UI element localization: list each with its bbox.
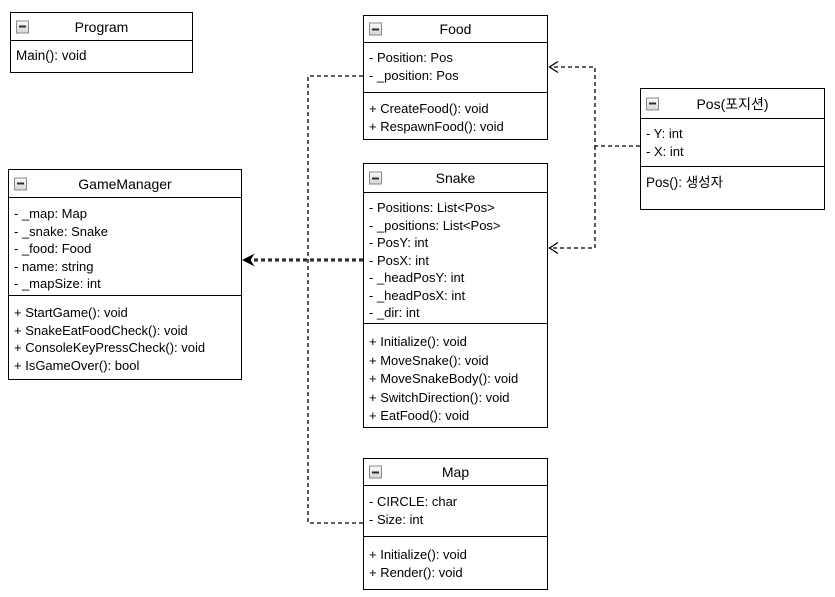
field-row: - PosY: int xyxy=(369,235,429,250)
field-row: - _dir: int xyxy=(369,305,420,320)
field-row: - PosX: int xyxy=(369,252,429,268)
field-row: - Y: int xyxy=(646,126,683,141)
method-row: + SnakeEatFoodCheck(): void xyxy=(14,322,188,338)
method-row: Pos(): 생성자 xyxy=(646,175,724,190)
class-box-gamemanager[interactable]: GameManager - _map: Map - _snake: Snake … xyxy=(8,169,242,380)
class-title: Food xyxy=(439,21,472,37)
field-row: - Size: int xyxy=(369,511,424,527)
collapse-icon[interactable] xyxy=(16,20,29,33)
class-box-program[interactable]: Program Main(): void xyxy=(10,12,193,73)
field-row: - Position: Pos xyxy=(369,50,453,65)
class-title: Map xyxy=(441,464,470,480)
field-row: - _food: Food xyxy=(14,241,92,256)
arrowhead-gamemanager-icon xyxy=(242,253,255,267)
method-row: + MoveSnakeBody(): void xyxy=(369,371,519,386)
method-row: + Initialize(): void xyxy=(369,334,467,349)
field-row: - _snake: Snake xyxy=(14,223,108,239)
method-row: + Render(): void xyxy=(369,564,463,580)
method-row: Main(): void xyxy=(16,48,87,63)
method-row: + StartGame(): void xyxy=(14,305,128,320)
class-header-map: Map xyxy=(364,459,547,486)
methods-compartment: + Initialize(): void + Render(): void xyxy=(364,537,547,589)
methods-compartment: Pos(): 생성자 xyxy=(641,167,824,209)
collapse-icon[interactable] xyxy=(14,177,27,190)
class-header-food: Food xyxy=(364,16,547,43)
arrowhead-food-icon xyxy=(548,60,559,74)
collapse-icon[interactable] xyxy=(369,22,382,36)
methods-compartment: + Initialize(): void + MoveSnake(): void… xyxy=(364,324,547,427)
field-row: - _map: Map xyxy=(14,206,87,221)
fields-compartment: - Positions: List<Pos> - _positions: Lis… xyxy=(364,193,547,324)
class-header-gamemanager: GameManager xyxy=(9,170,241,198)
method-row: + SwitchDirection(): void xyxy=(369,389,510,405)
field-row: - Positions: List<Pos> xyxy=(369,200,495,215)
minus-glyph xyxy=(649,102,656,105)
field-row: - X: int xyxy=(646,143,684,159)
field-row: - _headPosY: int xyxy=(369,270,465,285)
class-title: Program xyxy=(74,18,129,35)
collapse-icon[interactable] xyxy=(369,465,382,479)
fields-compartment: - Y: int - X: int xyxy=(641,119,824,167)
class-box-map[interactable]: Map - CIRCLE: char - Size: int + Initial… xyxy=(363,458,548,590)
fields-compartment: - Position: Pos - _position: Pos xyxy=(364,43,547,93)
minus-glyph xyxy=(372,177,379,179)
methods-compartment: + CreateFood(): void + RespawnFood(): vo… xyxy=(364,93,547,139)
fields-compartment: - CIRCLE: char - Size: int xyxy=(364,486,547,537)
methods-compartment: Main(): void xyxy=(11,41,192,72)
class-title: Pos(포지션) xyxy=(696,95,769,112)
class-header-pos: Pos(포지션) xyxy=(641,89,824,119)
method-row: + RespawnFood(): void xyxy=(369,118,504,134)
class-title: GameManager xyxy=(78,175,172,192)
method-row: + IsGameOver(): bool xyxy=(14,357,140,373)
field-row: - name: string xyxy=(14,258,94,274)
method-row: + CreateFood(): void xyxy=(369,101,489,116)
field-row: - _position: Pos xyxy=(369,67,459,83)
fields-compartment: - _map: Map - _snake: Snake - _food: Foo… xyxy=(9,198,241,296)
method-row: + MoveSnake(): void xyxy=(369,352,489,368)
field-row: - _positions: List<Pos> xyxy=(369,217,501,233)
field-row: - _mapSize: int xyxy=(14,276,101,291)
minus-glyph xyxy=(19,25,26,28)
field-row: - CIRCLE: char xyxy=(369,494,458,509)
class-box-snake[interactable]: Snake - Positions: List<Pos> - _position… xyxy=(363,163,548,428)
collapse-icon[interactable] xyxy=(369,171,382,185)
class-title: Snake xyxy=(435,170,476,186)
class-header-program: Program xyxy=(11,13,192,41)
method-row: + Initialize(): void xyxy=(369,547,467,562)
minus-glyph xyxy=(372,471,379,473)
class-box-pos[interactable]: Pos(포지션) - Y: int - X: int Pos(): 생성자 xyxy=(640,88,825,210)
minus-glyph xyxy=(17,182,24,185)
class-header-snake: Snake xyxy=(364,164,547,193)
connector-pos-trunk[interactable] xyxy=(551,66,640,249)
connector-food-map-trunk[interactable] xyxy=(307,75,363,524)
collapse-icon[interactable] xyxy=(646,97,659,110)
field-row: - _headPosX: int xyxy=(369,287,466,303)
class-box-food[interactable]: Food - Position: Pos - _position: Pos + … xyxy=(363,15,548,140)
method-row: + EatFood(): void xyxy=(369,408,470,423)
minus-glyph xyxy=(372,28,379,30)
method-row: + ConsoleKeyPressCheck(): void xyxy=(14,340,206,355)
arrowhead-snake-icon xyxy=(548,241,559,255)
methods-compartment: + StartGame(): void + SnakeEatFoodCheck(… xyxy=(9,296,241,379)
